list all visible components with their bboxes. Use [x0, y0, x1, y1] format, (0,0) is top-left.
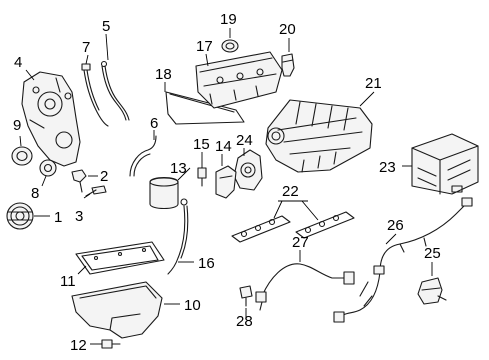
- callout-14: 14: [215, 138, 232, 155]
- leader-4: [25, 69, 35, 81]
- throttle-body[interactable]: [233, 149, 263, 191]
- bolt-3[interactable]: [85, 185, 107, 197]
- leader-13: [177, 167, 191, 181]
- callout-4: 4: [14, 54, 22, 71]
- oil-filler-cap[interactable]: [221, 39, 239, 53]
- crankshaft-pulley[interactable]: [6, 202, 34, 230]
- callout-2: 2: [100, 168, 108, 185]
- callout-17: 17: [196, 38, 213, 55]
- callout-20: 20: [279, 21, 296, 38]
- timing-cover[interactable]: [21, 71, 81, 167]
- callout-23: 23: [379, 159, 396, 176]
- callout-12: 12: [70, 337, 87, 354]
- oil-filter[interactable]: [149, 176, 179, 210]
- callout-9: 9: [13, 117, 21, 134]
- leader-21: [359, 91, 375, 107]
- oil-pan[interactable]: [71, 281, 163, 339]
- leader-9: [19, 135, 22, 147]
- callout-18: 18: [155, 66, 172, 83]
- sensor-28[interactable]: [239, 285, 253, 307]
- battery-tray[interactable]: [411, 133, 479, 195]
- callout-1: 1: [54, 209, 62, 226]
- callout-3: 3: [75, 208, 83, 225]
- intake-manifold[interactable]: [265, 99, 373, 173]
- callout-13: 13: [170, 160, 187, 177]
- leader-17: [205, 53, 209, 67]
- oil-seal[interactable]: [39, 159, 57, 177]
- callout-10: 10: [184, 297, 201, 314]
- wiring-harness[interactable]: [333, 197, 473, 323]
- hose-6[interactable]: [129, 135, 157, 177]
- callout-21: 21: [365, 75, 382, 92]
- leader-7: [85, 54, 89, 65]
- leader-5: [105, 33, 109, 61]
- callout-26: 26: [387, 217, 404, 234]
- manifold-gaskets[interactable]: [231, 211, 355, 243]
- leader-3: [83, 193, 91, 199]
- callout-24: 24: [236, 132, 253, 149]
- leader-8: [41, 175, 47, 187]
- callout-11: 11: [60, 273, 76, 290]
- leader-22: [273, 200, 319, 221]
- valve-cover[interactable]: [195, 51, 283, 109]
- callout-25: 25: [424, 245, 441, 262]
- callout-22: 22: [282, 183, 299, 200]
- valve-25[interactable]: [417, 277, 447, 305]
- dipstick[interactable]: [167, 198, 189, 275]
- drain-plug[interactable]: [101, 339, 121, 349]
- callout-6: 6: [150, 115, 158, 132]
- oxygen-sensor-harness[interactable]: [255, 263, 355, 311]
- tube-5[interactable]: [100, 60, 130, 121]
- leader-11: [77, 265, 87, 275]
- callout-16: 16: [198, 255, 215, 272]
- front-seal[interactable]: [11, 146, 33, 166]
- leader-26: [385, 233, 397, 245]
- thermostat-housing[interactable]: [215, 165, 237, 199]
- oil-pan-gasket[interactable]: [75, 241, 165, 275]
- sensor-15[interactable]: [197, 167, 207, 187]
- callout-27: 27: [292, 234, 309, 251]
- valve-cover-gasket[interactable]: [165, 91, 245, 125]
- callout-8: 8: [31, 185, 39, 202]
- callout-5: 5: [102, 18, 110, 35]
- callout-15: 15: [193, 136, 210, 153]
- breather[interactable]: [281, 53, 295, 77]
- dipstick-tube[interactable]: [81, 63, 109, 127]
- callout-19: 19: [220, 11, 237, 28]
- callout-7: 7: [82, 39, 90, 56]
- callout-28: 28: [236, 313, 253, 330]
- crank-sensor[interactable]: [71, 169, 87, 193]
